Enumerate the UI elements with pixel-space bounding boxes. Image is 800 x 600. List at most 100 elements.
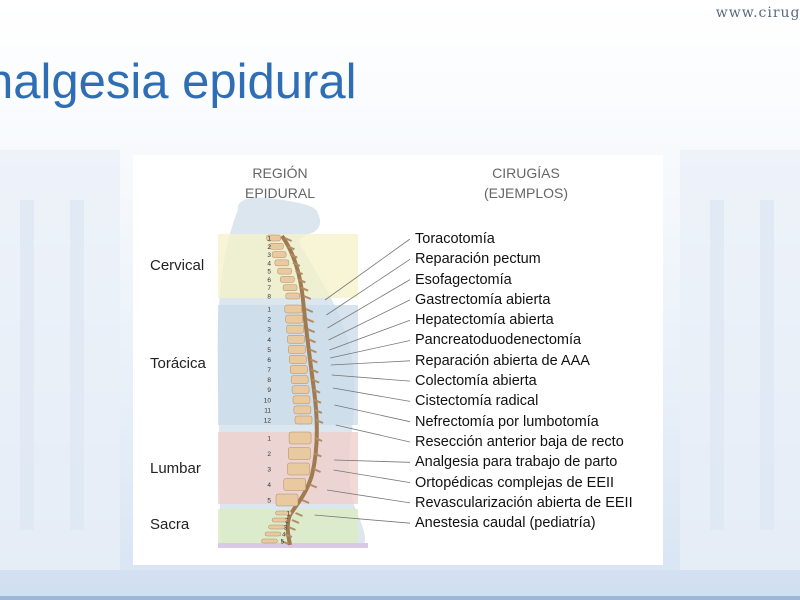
vertebra [291, 385, 310, 394]
vertebra-number: 9 [267, 387, 271, 394]
vertebra [282, 284, 298, 291]
surgery-item: Nefrectomía por lumbotomía [415, 413, 599, 430]
spinous-process [305, 308, 314, 313]
spinous-process [315, 419, 324, 424]
vertebra-number: 5 [267, 498, 271, 505]
vertebra [292, 395, 311, 405]
vertebra [274, 259, 290, 267]
vertebra-number: 6 [267, 357, 271, 364]
spinous-process [314, 437, 323, 442]
vertebra-number: 11 [264, 407, 271, 414]
vertebra [269, 243, 284, 250]
spinous-process [312, 388, 321, 394]
pointer-line [329, 319, 411, 351]
vertebra [271, 251, 287, 258]
vertebra-number: 2 [267, 451, 271, 458]
vertebra-number: 10 [264, 397, 272, 404]
surgery-item: Colectomía abierta [415, 373, 537, 390]
vertebra-number: 5 [267, 269, 271, 276]
pointer-line [326, 258, 411, 316]
vertebra-number: 3 [267, 467, 271, 474]
vertebra-number: 1 [267, 236, 271, 243]
pointer-line [324, 238, 411, 301]
surgery-item: Gastrectomía abierta [415, 291, 551, 308]
surgery-item: Revascularización abierta de EEII [415, 494, 633, 511]
vertebra-number: 6 [267, 277, 271, 284]
surgery-item: Analgesia para trabajo de parto [415, 454, 618, 471]
vertebra [288, 431, 312, 445]
surgery-column-header: CIRUGÍAS (EJEMPLOS) [466, 163, 586, 203]
spinous-process [313, 452, 322, 458]
bottom-bar [0, 596, 800, 600]
pointer-line [335, 424, 411, 443]
spinous-process [284, 237, 293, 242]
vertebra [294, 415, 313, 425]
vertebra-number: 8 [267, 377, 271, 384]
vertebra-number: 2 [267, 244, 271, 251]
vertebra [261, 538, 278, 544]
vertebra-number: 3 [267, 252, 271, 259]
region-label-thoracic: Torácica [150, 355, 206, 372]
vertebra [287, 462, 310, 476]
vertebra-number: 8 [267, 294, 271, 301]
vertebra-number: 5 [281, 540, 285, 546]
vertebra-number: 4 [267, 482, 271, 489]
spinous-process [310, 368, 319, 374]
vertebra [288, 447, 311, 460]
pointer-line [328, 299, 411, 341]
vertebra-number: 12 [264, 418, 272, 425]
vertebra [290, 375, 309, 384]
pointer-line [330, 360, 411, 366]
pointer-line [332, 387, 411, 402]
spinous-process [295, 270, 303, 276]
vertebra-number: 4 [267, 337, 271, 344]
surgery-item: Toracotomía [415, 231, 495, 247]
vertebra [288, 345, 306, 354]
spinous-process [313, 468, 321, 473]
spinous-process [311, 378, 320, 384]
spinous-process [306, 318, 315, 324]
pointer-line [314, 514, 411, 524]
spinous-process [303, 295, 312, 300]
vertebra-number: 5 [267, 347, 271, 354]
region-header-line1: REGIÓN [252, 165, 308, 181]
spinous-process [284, 533, 293, 538]
site-url: www.cirugi [715, 5, 800, 21]
spinous-process [307, 328, 316, 334]
surgery-item: Resección anterior baja de recto [415, 433, 624, 450]
vertebra-number: 4 [267, 260, 271, 267]
bottom-strip [218, 543, 368, 548]
spinous-process [308, 338, 316, 344]
spinous-process [288, 526, 296, 531]
vertebra [277, 267, 292, 275]
surgery-header-line2: (EJEMPLOS) [483, 185, 568, 201]
surgery-header-line1: CIRUGÍAS [492, 165, 560, 181]
spinous-process [313, 398, 322, 404]
vertebra [290, 365, 308, 374]
surgery-item: Reparación pectum [415, 251, 541, 268]
spinous-process [281, 540, 289, 545]
vertebra-number: 3 [284, 526, 288, 532]
surgery-item: Cistectomía radical [415, 393, 539, 410]
vertebra [268, 524, 285, 530]
vertebra [275, 510, 292, 516]
vertebra [284, 304, 303, 314]
pointer-line [330, 340, 411, 359]
vertebra [283, 478, 306, 491]
region-label-lumbar: Lumbar [150, 460, 201, 477]
surgery-item: Esofagectomía [415, 271, 512, 288]
spinous-process [297, 278, 306, 284]
vertebra-number: 7 [267, 367, 271, 374]
spinous-process [314, 408, 323, 414]
vertebra-number: 4 [282, 533, 286, 539]
spinous-process [292, 261, 301, 267]
surgery-item: Reparación abierta de AAA [415, 352, 590, 369]
spinous-process [291, 519, 300, 524]
spinous-process [301, 499, 310, 504]
vertebra-number: 1 [267, 307, 271, 314]
vertebra [285, 314, 303, 324]
vertebra [264, 531, 282, 537]
vertebra [293, 405, 312, 415]
vertebra-number: 3 [267, 327, 271, 334]
